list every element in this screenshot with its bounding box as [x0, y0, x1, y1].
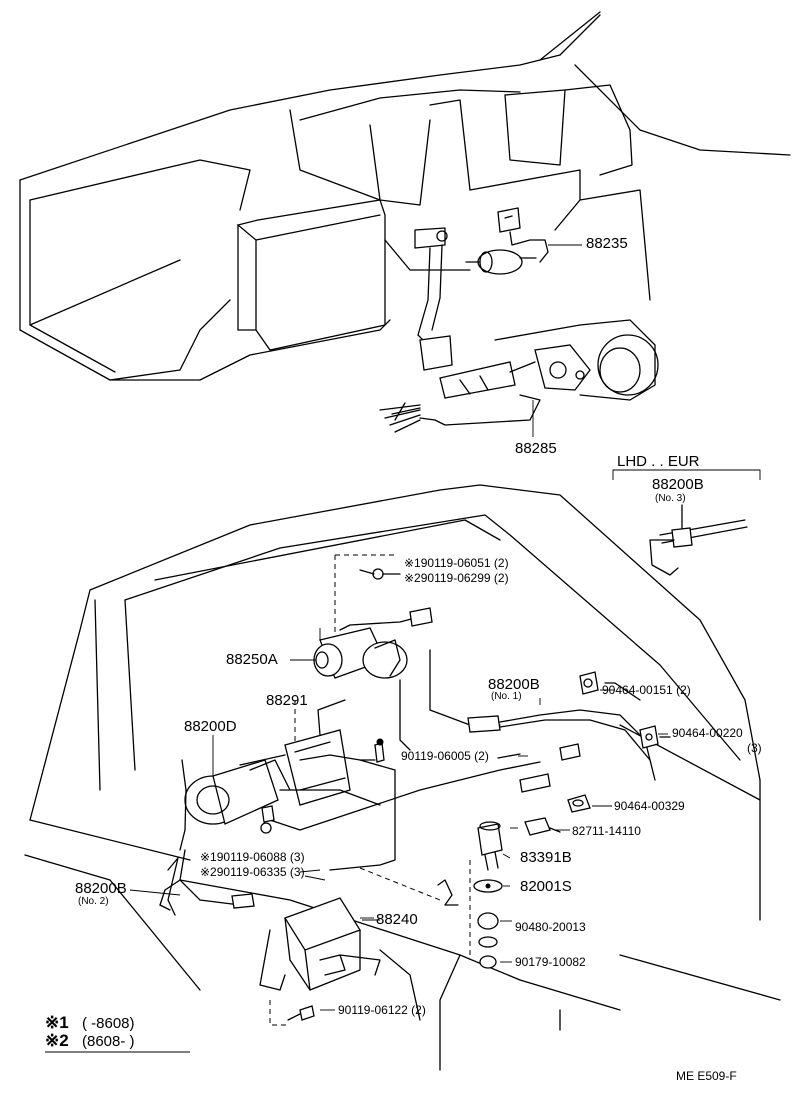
rear-wiper-motor-88250a	[290, 607, 433, 679]
label-90464-00329: 90464-00329	[614, 799, 685, 813]
label-83391b: 83391B	[520, 849, 572, 866]
label-90119-06335: ※290119-06335 (3)	[200, 865, 305, 879]
tailgate-drawing	[24, 484, 781, 1071]
label-lhd-eur: LHD . . EUR	[617, 453, 700, 470]
leader-lines	[45, 689, 668, 1053]
label-90480-20013: 90480-20013	[515, 920, 586, 934]
label-88285: 88285	[515, 440, 557, 457]
label-88291: 88291	[266, 692, 308, 709]
legend-mark1-range: ( -8608)	[82, 1015, 135, 1032]
legend-mark2-symbol: ※2	[45, 1031, 69, 1050]
legend-mark1-symbol: ※1	[45, 1013, 69, 1032]
label-82001s: 82001S	[520, 878, 572, 895]
label-88240: 88240	[376, 911, 418, 928]
label-90119-06088: ※190119-06088 (3)	[200, 850, 305, 864]
label-88200b-no3-sub: (No. 3)	[655, 493, 686, 504]
label-90119-06051: ※190119-06051 (2)	[404, 556, 509, 570]
washer-tank-88200d	[179, 735, 291, 851]
lhd-eur-bracket	[612, 469, 761, 576]
label-88200d: 88200D	[184, 718, 237, 735]
legend-mark2-range: (8608- )	[82, 1033, 135, 1050]
hose-lines	[159, 649, 656, 916]
label-90464-00151: 90464-00151 (2)	[602, 683, 691, 697]
bracket-88291	[239, 699, 351, 806]
relay-88240	[259, 897, 381, 1026]
label-90119-06005: 90119-06005 (2)	[401, 749, 489, 763]
label-88200b-no2-sub: (No. 2)	[78, 896, 109, 907]
footer-code: ME E509-F	[676, 1069, 737, 1083]
label-88200b-no1: 88200B	[488, 676, 540, 693]
label-90464-00220-qty: (3)	[747, 741, 762, 755]
label-88200b-no1-sub: (No. 1)	[491, 691, 522, 702]
label-88235: 88235	[586, 235, 628, 252]
combination-switch-88285	[379, 319, 659, 437]
label-90119-06299: ※290119-06299 (2)	[404, 571, 509, 585]
label-88250a: 88250A	[226, 651, 278, 668]
label-88200b-no2: 88200B	[75, 880, 127, 897]
label-88200b-no3: 88200B	[652, 476, 704, 493]
stop-lamp-switch-88235	[465, 207, 582, 275]
label-90119-06122: 90119-06122 (2)	[338, 1003, 426, 1017]
label-90179-10082: 90179-10082	[515, 955, 586, 969]
dashboard-drawing	[19, 11, 791, 381]
small-hardware	[260, 554, 671, 1021]
label-82711-14110: 82711-14110	[572, 824, 641, 838]
label-90464-00220: 90464-00220	[672, 726, 743, 740]
